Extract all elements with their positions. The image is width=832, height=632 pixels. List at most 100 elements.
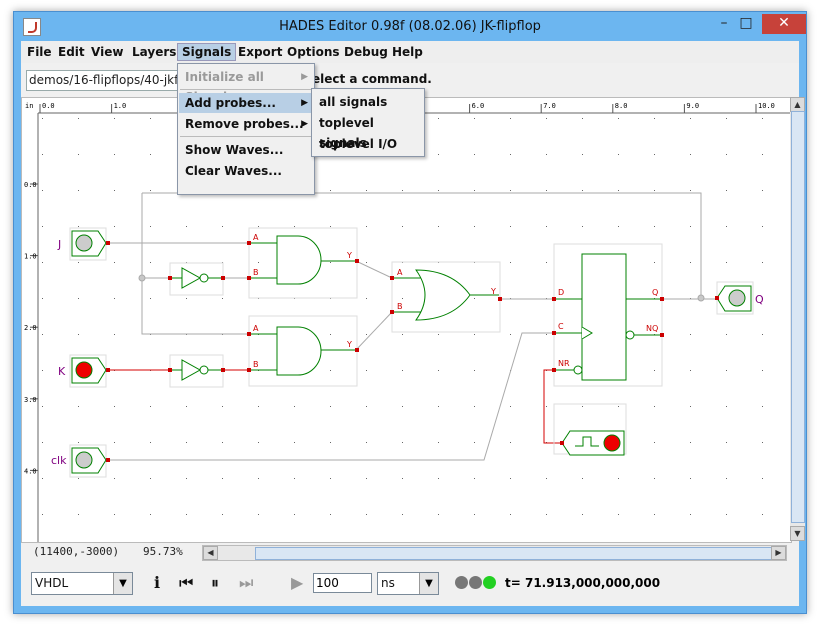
command-hint: elect a command. — [312, 72, 432, 86]
menu-item-clear-waves[interactable]: Clear Waves... — [185, 164, 282, 178]
menu-file[interactable]: File — [27, 45, 52, 59]
chevron-down-icon: ▼ — [419, 573, 438, 594]
menu-debug[interactable]: Debug — [344, 45, 388, 59]
fast-forward-icon[interactable]: ⏭ — [239, 573, 254, 592]
ruler-unit-label: in — [25, 102, 33, 110]
ruler-x-label: 0.0 — [42, 102, 55, 110]
menu-item-initialize-signals[interactable]: Initialize all Signals...▶ — [185, 70, 308, 104]
ruler-y-ticks: 0.0 1.0 2.0 3.0 4.0 — [24, 181, 38, 475]
ruler-x-label: 7.0 — [543, 102, 556, 110]
rewind-icon[interactable]: ⏮ — [179, 573, 194, 592]
svg-text:Y: Y — [346, 340, 352, 349]
switch-k[interactable] — [71, 357, 110, 384]
svg-text:A: A — [253, 233, 259, 242]
scroll-down-button[interactable]: ▼ — [790, 526, 805, 541]
maximize-button[interactable]: □ — [739, 15, 753, 31]
active-wires — [106, 369, 562, 444]
svg-text:A: A — [397, 268, 403, 277]
ruler-y-label: 1.0 — [24, 253, 37, 261]
output-led-q[interactable] — [715, 285, 752, 312]
horizontal-scroll-thumb[interactable] — [255, 547, 777, 560]
design-path-field[interactable]: demos/16-flipflops/40-jkff/jk — [26, 70, 188, 91]
main-window: HADES Editor 0.98f (08.02.06) JK-flipflo… — [13, 11, 807, 614]
switch-clk[interactable] — [71, 447, 110, 474]
vertical-scrollbar[interactable]: ▲ ▼ — [790, 97, 805, 541]
svg-text:Q: Q — [652, 288, 658, 297]
svg-text:Y: Y — [490, 287, 496, 296]
simulator-select[interactable]: VHDL ▼ — [31, 572, 133, 595]
menu-item-toplevel-signals[interactable]: toplevel signals — [319, 116, 374, 150]
menu-item-all-signals[interactable]: all signals — [319, 95, 388, 109]
menu-export[interactable]: Export — [238, 45, 283, 59]
ruler-x-label: 8.0 — [615, 102, 628, 110]
simulation-time: t= 71.913,000,000,000 — [505, 576, 661, 590]
editor-client: File Edit View Layers Signals Export Opt… — [21, 41, 805, 606]
time-unit-select[interactable]: ns ▼ — [377, 572, 439, 595]
scroll-right-button[interactable]: ▶ — [771, 546, 786, 560]
menu-bar: File Edit View Layers Signals Export Opt… — [21, 41, 799, 63]
input-label-clk: clk — [51, 454, 67, 467]
menu-options[interactable]: Options — [287, 45, 340, 59]
svg-text:NR: NR — [558, 359, 570, 368]
ruler-x-label: 9.0 — [686, 102, 699, 110]
inverter-1[interactable] — [168, 267, 225, 289]
svg-text:B: B — [253, 360, 259, 369]
pause-icon[interactable]: ⏸ — [211, 573, 220, 592]
simulation-controls: VHDL ▼ i ⏮ ⏸ ⏭ ▶ 100 ns ▼ t= 71.913,000,… — [21, 568, 799, 598]
close-button[interactable]: ✕ — [762, 14, 806, 34]
add-probes-submenu: all signals toplevel signals toplevel I/… — [311, 88, 425, 157]
time-step-field[interactable]: 100 — [313, 573, 372, 593]
svg-text:Y: Y — [346, 251, 352, 260]
scroll-up-button[interactable]: ▲ — [790, 97, 805, 112]
ruler-y-label: 2.0 — [24, 324, 37, 332]
or-gate[interactable] — [390, 269, 502, 321]
scroll-left-button[interactable]: ◀ — [203, 546, 218, 560]
command-bar: demos/16-flipflops/40-jkff/jk elect a co… — [21, 69, 799, 91]
menu-item-show-waves[interactable]: Show Waves... — [185, 143, 284, 157]
status-led-3 — [483, 576, 496, 589]
svg-text:B: B — [253, 268, 259, 277]
menu-edit[interactable]: Edit — [58, 45, 85, 59]
menu-signals[interactable]: Signals — [177, 43, 237, 61]
menu-item-remove-probes[interactable]: Remove probes...▶ — [185, 117, 308, 131]
window-title: HADES Editor 0.98f (08.02.06) JK-flipflo… — [279, 19, 541, 34]
switch-j[interactable] — [71, 230, 110, 257]
ruler-x-label: 6.0 — [472, 102, 485, 110]
input-label-k: K — [58, 365, 66, 378]
schematic-canvas[interactable]: in 0.01.02.03.04.05.06.07.08.09.010.0 0.… — [21, 97, 792, 543]
vertical-scroll-thumb[interactable] — [791, 111, 805, 523]
status-led-2 — [469, 576, 482, 589]
menu-item-add-probes[interactable]: Add probes...▶ — [179, 93, 313, 113]
power-on-reset[interactable] — [560, 430, 625, 456]
ruler-y-label: 4.0 — [24, 467, 37, 475]
minimize-button[interactable]: – — [720, 15, 728, 31]
and-gate-1[interactable] — [247, 235, 359, 285]
and-gate-2[interactable] — [247, 326, 359, 376]
schematic-svg: in 0.01.02.03.04.05.06.07.08.09.010.0 0.… — [22, 98, 791, 542]
ruler-x-label: 1.0 — [114, 102, 127, 110]
title-bar: HADES Editor 0.98f (08.02.06) JK-flipflo… — [14, 12, 806, 41]
play-icon[interactable]: ▶ — [291, 573, 304, 592]
menu-view[interactable]: View — [91, 45, 124, 59]
cursor-coordinates: (11400,-3000) — [33, 545, 120, 558]
status-row: (11400,-3000) 95.73% ◀ ▶ — [21, 543, 799, 561]
ruler-y-label: 0.0 — [24, 181, 37, 189]
ruler-y-label: 3.0 — [24, 396, 37, 404]
status-led-1 — [455, 576, 468, 589]
inactive-wires — [106, 192, 717, 461]
ruler-x-label: 10.0 — [758, 102, 775, 110]
output-label-q: Q — [755, 293, 764, 306]
svg-text:D: D — [558, 288, 564, 297]
menu-item-toplevel-io[interactable]: toplevel I/O — [319, 137, 398, 151]
menu-layers[interactable]: Layers — [132, 45, 177, 59]
svg-text:NQ: NQ — [646, 324, 658, 333]
info-icon[interactable]: i — [154, 573, 161, 592]
zoom-level: 95.73% — [143, 545, 183, 558]
menu-help[interactable]: Help — [392, 45, 423, 59]
horizontal-scrollbar[interactable]: ◀ ▶ — [202, 545, 787, 561]
inverter-2[interactable] — [168, 359, 225, 381]
simulator-value: VHDL — [35, 576, 69, 590]
svg-text:B: B — [397, 302, 403, 311]
java-app-icon[interactable] — [23, 18, 41, 36]
d-flipflop[interactable] — [552, 253, 664, 381]
